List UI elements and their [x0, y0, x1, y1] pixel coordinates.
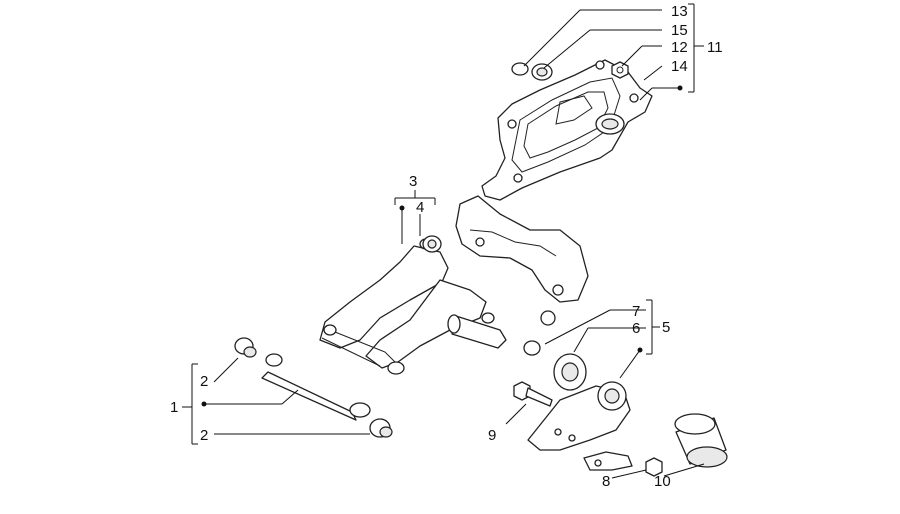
callout-13: 13	[671, 3, 688, 20]
callout-10: 10	[654, 473, 671, 490]
lower-plate	[583, 451, 633, 471]
leader-lines	[182, 3, 705, 479]
callout-1: 1	[170, 399, 178, 416]
swing-arm	[319, 238, 487, 375]
callout-15: 15	[671, 22, 688, 39]
callout-2-lower: 2	[200, 427, 208, 444]
callout-14: 14	[671, 58, 688, 75]
callout-3: 3	[409, 173, 417, 190]
callout-2-upper: 2	[200, 373, 208, 390]
callout-5: 5	[662, 319, 670, 336]
callout-labels: 13 15 12 11 14 3 4 7 6 5 2 1 2 9 8 10	[170, 3, 723, 490]
callout-9: 9	[488, 427, 496, 444]
flange-nut	[611, 61, 629, 79]
lower-bush	[369, 418, 393, 438]
callout-12: 12	[671, 39, 688, 56]
engine-mount-bracket	[481, 59, 653, 201]
rubber-buffer	[674, 413, 728, 468]
silent-block-bearing	[553, 353, 587, 391]
callout-8: 8	[602, 473, 610, 490]
shock-mount-bracket	[527, 381, 631, 451]
rear-bracket	[455, 195, 589, 303]
spacer-tube	[523, 340, 541, 356]
upper-bearing	[531, 63, 553, 81]
upper-bush	[234, 337, 257, 358]
callout-11: 11	[707, 39, 723, 56]
swing-arm-bush	[422, 235, 442, 253]
pivot-shaft	[447, 310, 556, 349]
lower-nut	[645, 457, 663, 477]
callout-4: 4	[416, 199, 424, 216]
lower-pivot-axle	[261, 353, 371, 421]
mounting-bolt	[513, 381, 553, 407]
callout-6: 6	[632, 320, 640, 337]
callout-7: 7	[632, 303, 640, 320]
